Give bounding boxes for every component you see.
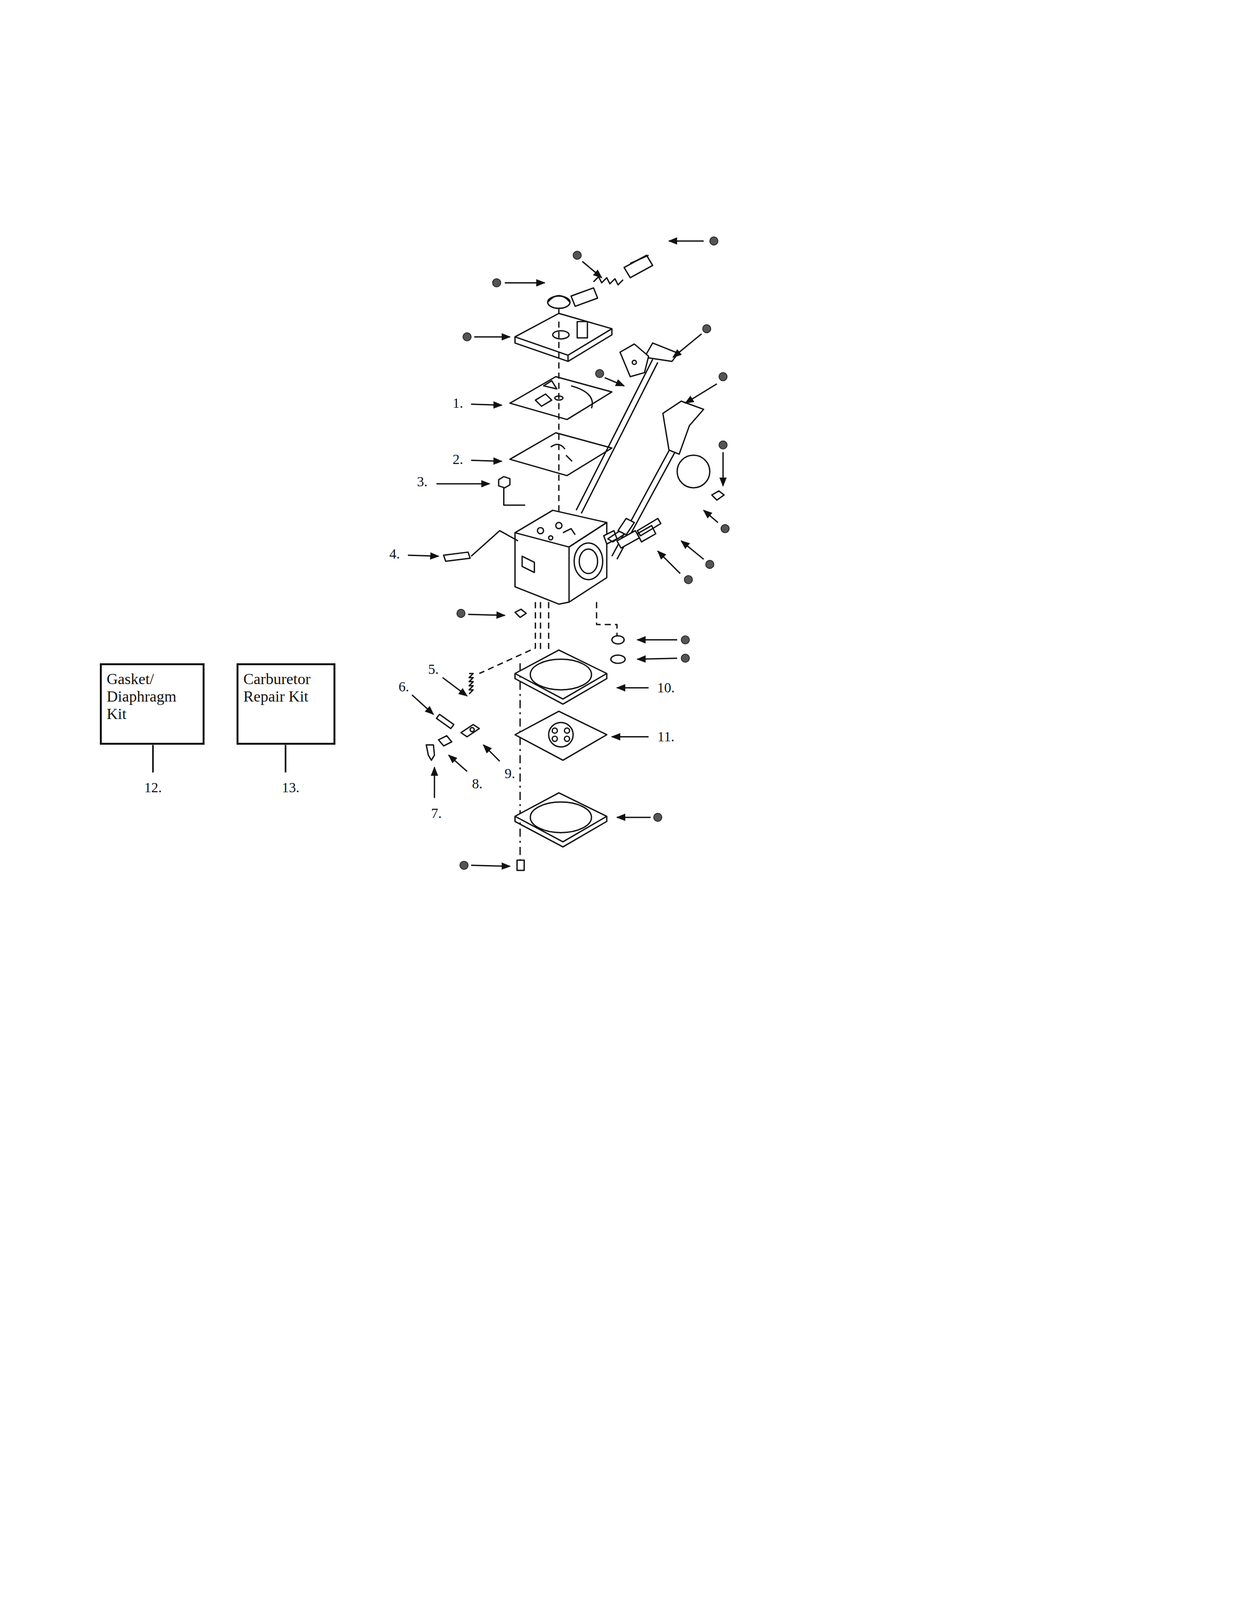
callout-number: 13. <box>282 779 300 795</box>
callout-number: 6. <box>398 678 410 695</box>
callout-number: 4. <box>389 545 400 562</box>
callout-number: 1. <box>452 395 464 411</box>
callout-number: 5. <box>427 661 439 677</box>
kit-box: Gasket/ Diaphragm Kit <box>99 663 205 745</box>
callout-number: 2. <box>452 451 464 467</box>
callout-number: 9. <box>504 765 516 781</box>
callout-number: 8. <box>472 775 483 792</box>
callout-number: 11. <box>657 728 675 745</box>
kit-box: Carburetor Repair Kit <box>236 663 336 745</box>
callout-number: 10. <box>657 679 675 696</box>
callout-number: 3. <box>416 473 428 490</box>
kit-name: Carburetor Repair Kit <box>243 669 329 705</box>
callout-number: 7. <box>431 805 443 821</box>
kit-name: Gasket/ Diaphragm Kit <box>106 669 198 723</box>
callout-number: 12. <box>143 779 162 795</box>
